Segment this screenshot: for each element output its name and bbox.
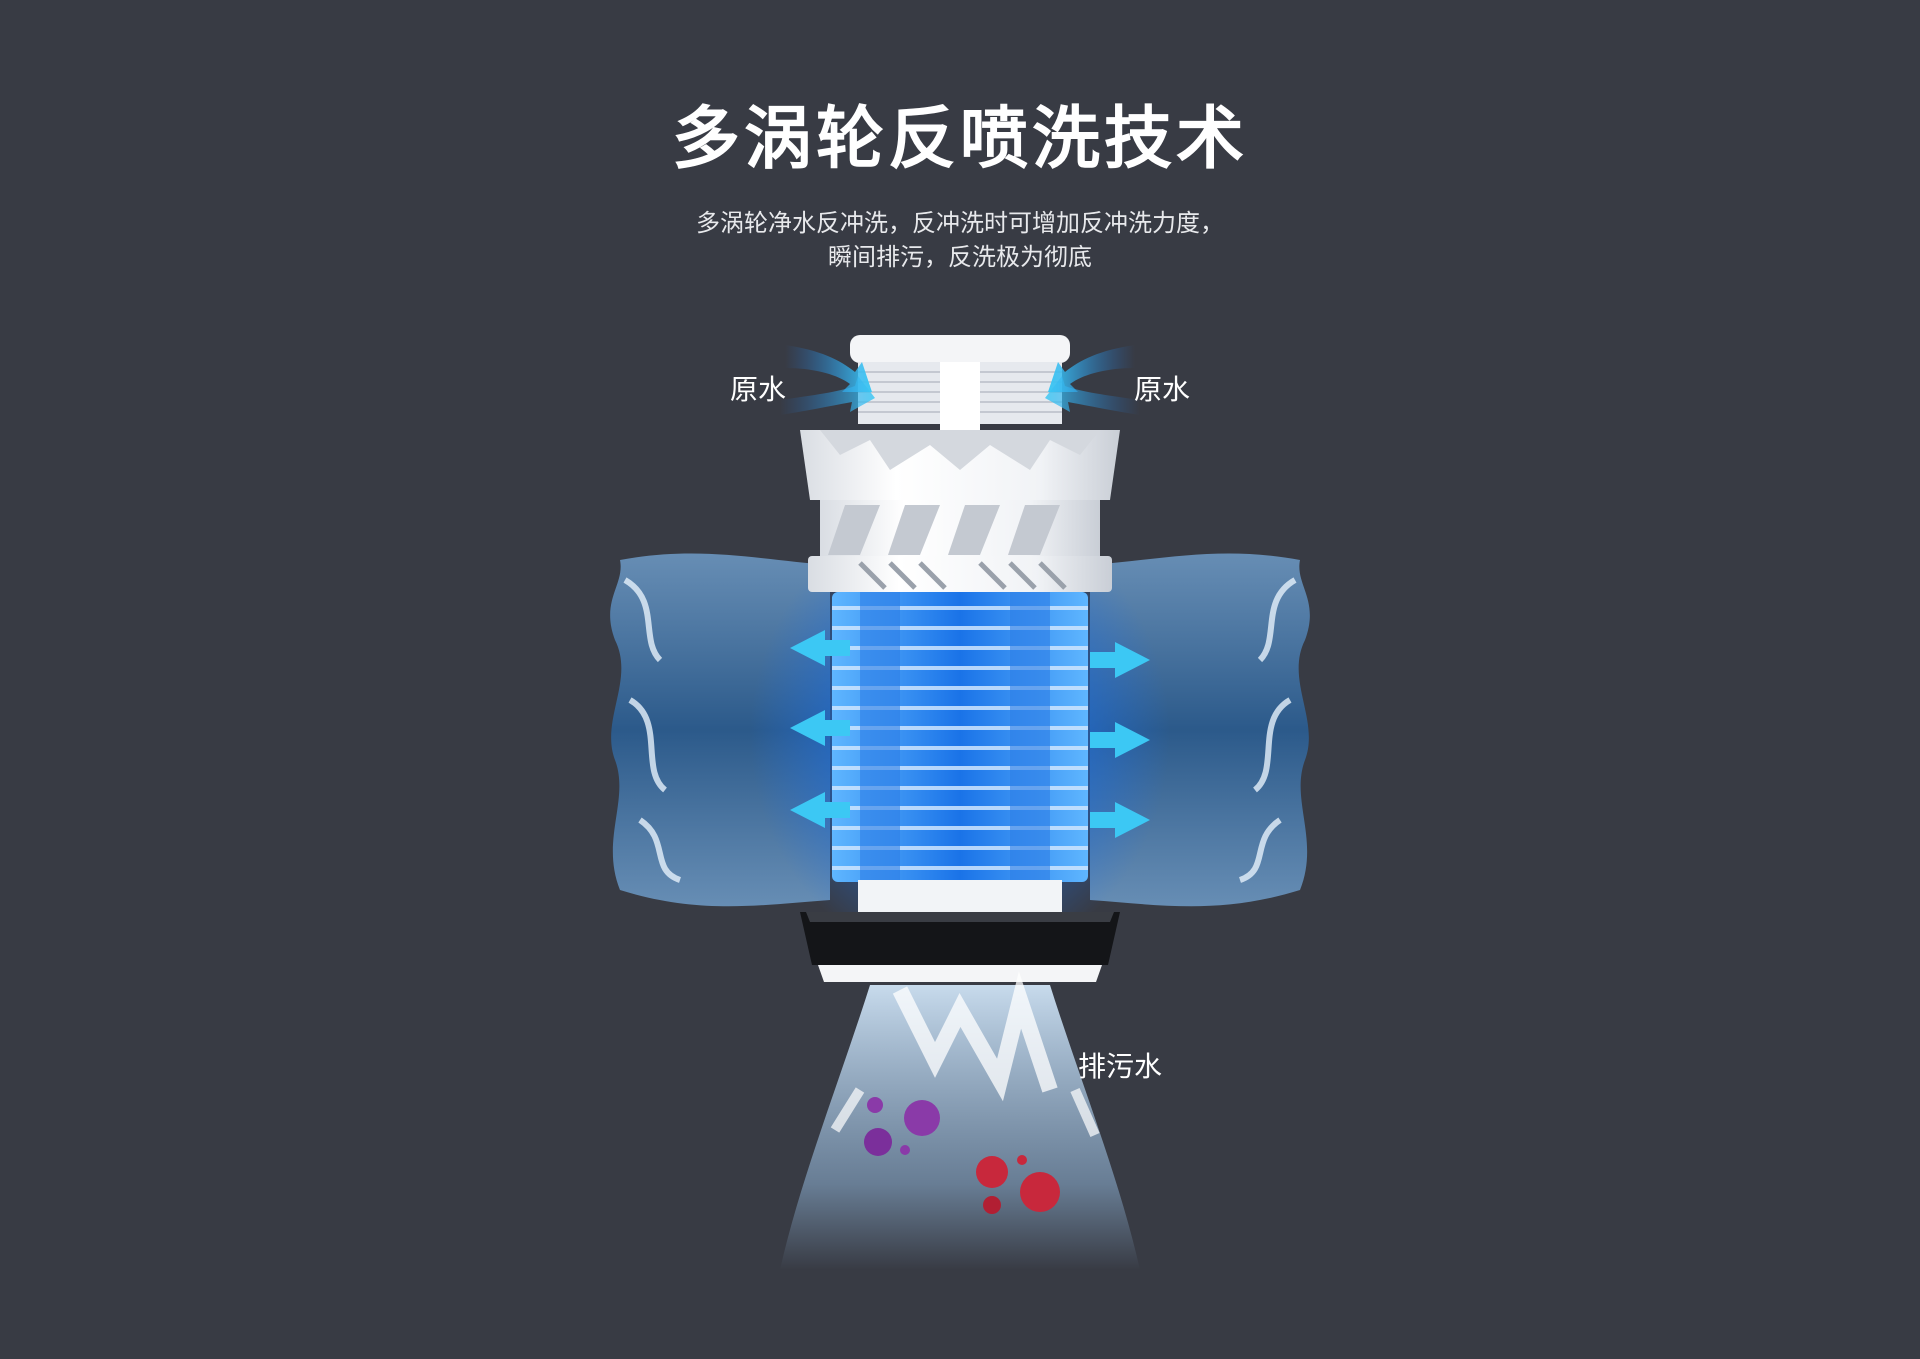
filter-base bbox=[800, 912, 1120, 982]
raw-water-label-right: 原水 bbox=[1134, 373, 1191, 406]
drain-spray bbox=[780, 971, 1140, 1270]
inlet-arrows bbox=[780, 345, 1140, 415]
filter-top-cap bbox=[800, 335, 1120, 500]
turbine-section bbox=[808, 500, 1112, 592]
subtitle-line-2: 瞬间排污，反洗极为彻底 bbox=[828, 243, 1092, 271]
contaminant-particles bbox=[864, 1097, 1060, 1214]
filter-core bbox=[832, 592, 1088, 912]
raw-water-label-left: 原水 bbox=[730, 373, 787, 406]
page-subtitle: 多涡轮净水反冲洗，反冲洗时可增加反冲洗力度， 瞬间排污，反洗极为彻底 bbox=[0, 206, 1920, 274]
subtitle-line-1: 多涡轮净水反冲洗，反冲洗时可增加反冲洗力度， bbox=[696, 209, 1224, 237]
page-title: 多涡轮反喷洗技术 bbox=[671, 100, 1248, 179]
drain-water-label: 排污水 bbox=[1078, 1050, 1163, 1083]
outflow-arrows bbox=[790, 630, 1150, 838]
